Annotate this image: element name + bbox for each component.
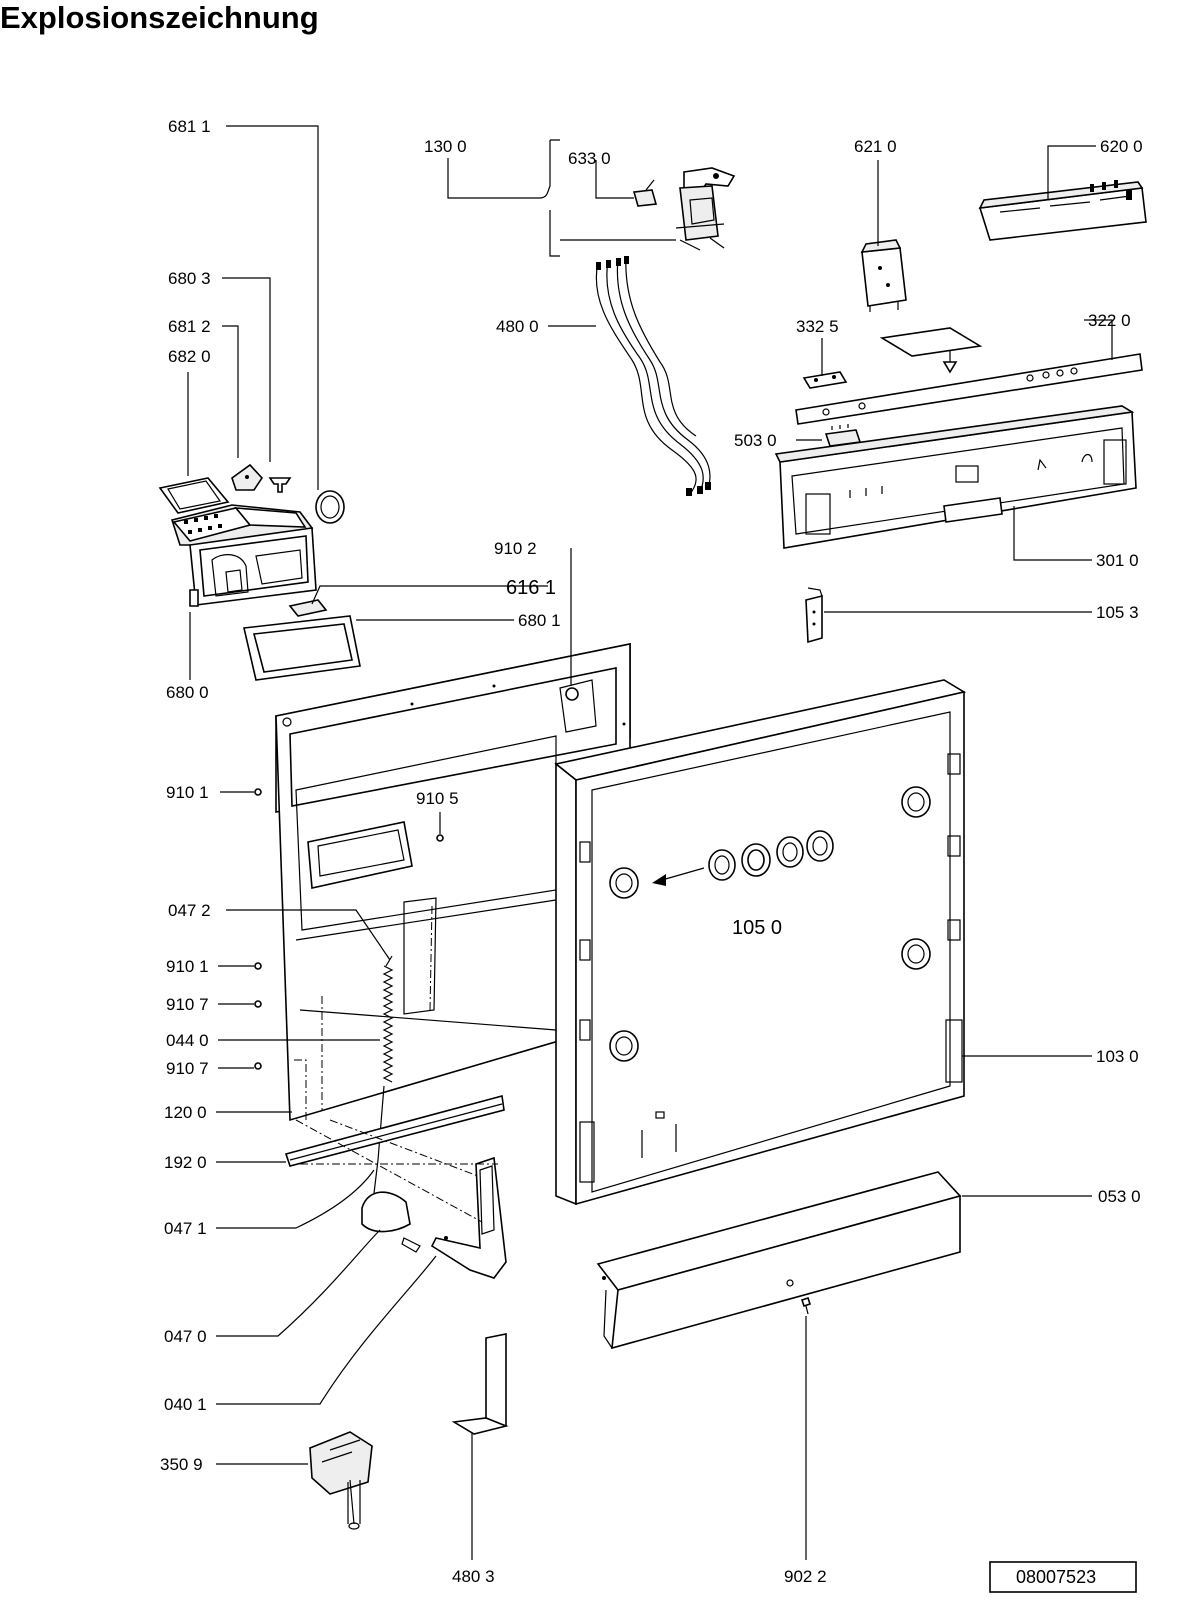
label-910-1-top: 910 1	[166, 783, 209, 802]
part-labels: 681 1 130 0 633 0 621 0 620 0 680 3 681 …	[160, 117, 1143, 1586]
label-105-3: 105 3	[1096, 603, 1139, 622]
clip-part	[231, 463, 264, 491]
label-902-2: 902 2	[784, 1567, 827, 1586]
leader-lines	[187, 125, 1113, 1560]
label-681-2: 681 2	[168, 317, 211, 336]
label-680-3: 680 3	[168, 269, 211, 288]
control-panel-part	[774, 405, 1137, 549]
label-682-0: 682 0	[168, 347, 211, 366]
label-047-1: 047 1	[164, 1219, 207, 1238]
label-910-2: 910 2	[494, 539, 537, 558]
frame-gasket-part	[243, 615, 361, 681]
label-480-3: 480 3	[452, 1567, 495, 1586]
label-910-5: 910 5	[416, 789, 459, 808]
document-number: 08007523	[1016, 1567, 1096, 1587]
label-130-0: 130 0	[424, 137, 467, 156]
knob-part	[315, 490, 345, 524]
front-strip-part	[795, 353, 1143, 425]
kick-plate-part	[596, 1171, 962, 1350]
label-103-0: 103 0	[1096, 1047, 1139, 1066]
label-047-2: 047 2	[168, 901, 211, 920]
roller-set-part	[609, 786, 931, 1062]
label-350-9: 350 9	[160, 1455, 203, 1474]
dispenser-part	[170, 504, 317, 607]
label-480-0: 480 0	[496, 317, 539, 336]
label-910-7-bottom: 910 7	[166, 1059, 209, 1078]
inner-door-panel-part	[275, 643, 631, 1122]
switch-small-part	[632, 179, 658, 207]
lower-bracket-part	[361, 1156, 507, 1279]
label-680-0: 680 0	[166, 683, 209, 702]
label-120-0: 120 0	[164, 1103, 207, 1122]
bracket-small-part	[802, 371, 848, 389]
label-044-0: 044 0	[166, 1031, 209, 1050]
document-number-box: 08007523	[989, 1561, 1137, 1593]
label-332-5: 332 5	[796, 317, 839, 336]
page-title: Explosionszeichnung	[0, 0, 319, 35]
wiring-harness-part	[595, 255, 711, 496]
label-633-0: 633 0	[568, 149, 611, 168]
label-910-1-mid: 910 1	[166, 957, 209, 976]
small-latch-part	[288, 599, 328, 617]
bottom-rail-part	[284, 1094, 505, 1167]
label-047-0: 047 0	[164, 1327, 207, 1346]
label-503-0: 503 0	[734, 431, 777, 450]
screw-part	[800, 1296, 812, 1315]
label-322-0: 322 0	[1088, 311, 1131, 330]
label-301-0: 301 0	[1096, 551, 1139, 570]
label-680-1: 680 1	[518, 611, 561, 630]
connector-part	[309, 1431, 373, 1530]
outer-door-panel-part	[554, 679, 967, 1206]
label-910-7-top: 910 7	[166, 995, 209, 1014]
label-192-0: 192 0	[164, 1153, 207, 1172]
label-053-0: 053 0	[1098, 1187, 1141, 1206]
label-621-0: 621 0	[854, 137, 897, 156]
label-sticker-part	[879, 327, 983, 374]
dashed-assembly-lines	[294, 905, 498, 1223]
l-bracket-part	[451, 1333, 509, 1435]
door-latch-part	[675, 167, 736, 251]
label-105-0: 105 0	[732, 917, 782, 939]
screw-set-part	[254, 788, 444, 1070]
label-681-1: 681 1	[168, 117, 211, 136]
label-616-1: 616 1	[506, 577, 556, 599]
gasket-small-part	[158, 477, 230, 514]
control-module-part	[860, 239, 907, 312]
label-620-0: 620 0	[1100, 137, 1143, 156]
hinge-plate-part	[805, 587, 823, 644]
label-040-1: 040 1	[164, 1395, 207, 1414]
screw-small-part	[268, 477, 292, 493]
control-board-part	[978, 180, 1147, 241]
